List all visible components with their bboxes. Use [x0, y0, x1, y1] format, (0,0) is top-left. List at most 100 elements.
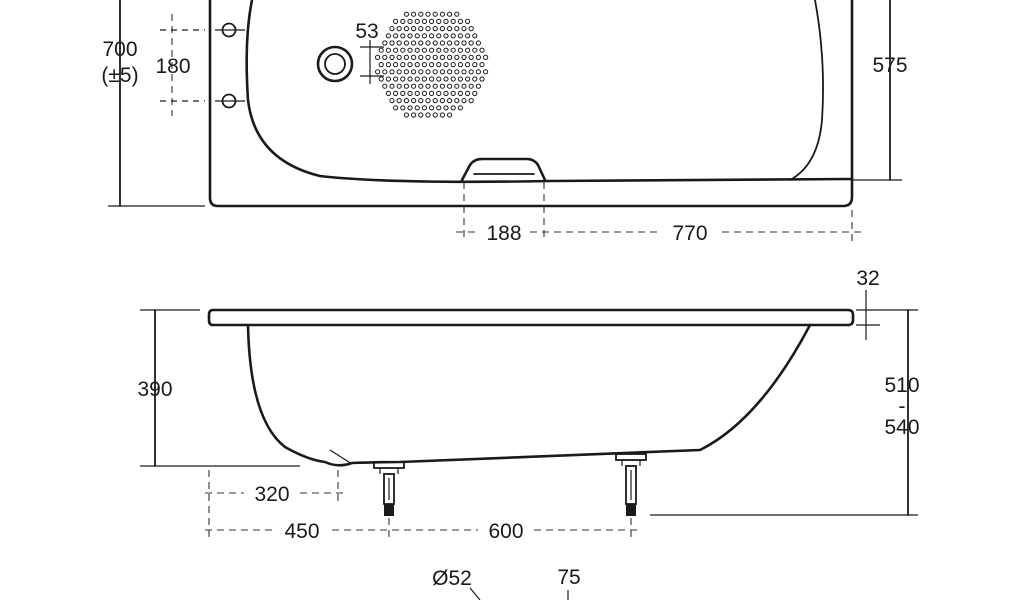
- anti-slip-dot: [468, 26, 474, 32]
- anti-slip-dot: [385, 33, 391, 39]
- anti-slip-dot: [407, 105, 413, 111]
- anti-slip-dot: [418, 54, 424, 61]
- anti-slip-dot: [418, 112, 424, 118]
- anti-slip-dot: [393, 33, 399, 39]
- anti-slip-dot: [393, 105, 399, 111]
- anti-slip-dot: [479, 76, 485, 82]
- anti-slip-dot: [425, 11, 431, 17]
- anti-slip-dot: [457, 76, 463, 82]
- side-view: [140, 290, 918, 540]
- anti-slip-dot: [421, 18, 427, 24]
- anti-slip-dot: [429, 76, 435, 82]
- anti-slip-dot: [432, 112, 438, 118]
- anti-slip-dot: [400, 62, 406, 68]
- anti-slip-dot: [475, 40, 481, 46]
- anti-slip-dot: [457, 18, 463, 24]
- anti-slip-dot: [403, 40, 409, 46]
- anti-slip-dot: [450, 18, 456, 24]
- anti-slip-dot: [375, 69, 381, 75]
- anti-slip-dot: [385, 76, 391, 82]
- anti-slip-dot: [454, 40, 460, 46]
- anti-slip-dot: [436, 18, 442, 24]
- anti-slip-dot: [475, 54, 481, 61]
- side-basin: [246, 323, 812, 467]
- anti-slip-dot: [465, 76, 471, 82]
- anti-slip-dot: [429, 47, 435, 53]
- anti-slip-dot: [396, 69, 402, 75]
- anti-slip-dot: [465, 62, 471, 68]
- anti-slip-dot: [400, 105, 406, 111]
- anti-slip-dot: [447, 83, 453, 89]
- dimension-labels: 700 (±5) 180 575 53 188 770 32 390 510 -…: [101, 20, 919, 590]
- anti-slip-dot: [389, 69, 395, 75]
- waste-outlet-outer: [316, 45, 354, 83]
- anti-slip-dot: [472, 76, 478, 82]
- anti-slip-dot: [432, 11, 438, 17]
- anti-slip-dot: [468, 69, 474, 75]
- anti-slip-dot: [443, 33, 449, 39]
- waste-outlet-inner: [324, 53, 346, 75]
- anti-slip-dot: [461, 54, 467, 61]
- anti-slip-dot: [414, 33, 420, 39]
- anti-slip-dot: [403, 98, 409, 104]
- anti-slip-dot: [447, 26, 453, 32]
- anti-slip-dot: [403, 54, 409, 61]
- anti-slip-dot: [414, 47, 420, 53]
- anti-slip-dot: [382, 69, 388, 75]
- anti-slip-dot: [425, 54, 431, 61]
- anti-slip-dot: [396, 26, 402, 32]
- anti-slip-dot: [465, 47, 471, 53]
- anti-slip-dot: [403, 83, 409, 89]
- dim-inner-depth: 390: [137, 378, 172, 401]
- anti-slip-dot: [375, 54, 381, 61]
- anti-slip-dot: [465, 18, 471, 24]
- anti-slip-dot: [461, 69, 467, 75]
- anti-slip-dot: [418, 83, 424, 89]
- anti-slip-dot: [407, 33, 413, 39]
- anti-slip-dot: [403, 11, 409, 17]
- anti-slip-dot: [425, 40, 431, 46]
- anti-slip-dot: [385, 90, 391, 97]
- anti-slip-dot: [400, 76, 406, 82]
- dim-height-max: 540: [884, 416, 919, 439]
- anti-slip-dot: [421, 90, 427, 97]
- anti-slip-dot: [483, 69, 489, 75]
- anti-slip-dot: [461, 83, 467, 89]
- anti-slip-dot: [447, 11, 453, 17]
- anti-slip-dot: [439, 40, 445, 46]
- anti-slip-dot: [461, 40, 467, 46]
- leg-right: [615, 453, 647, 516]
- plan-inner-rim-right: [789, 0, 824, 181]
- anti-slip-dot: [389, 26, 395, 32]
- anti-slip-dot: [436, 105, 442, 111]
- anti-slip-dot: [436, 62, 442, 68]
- anti-slip-dot: [429, 62, 435, 68]
- anti-slip-dot: [378, 76, 384, 82]
- anti-slip-dot: [450, 47, 456, 53]
- anti-slip-dot: [414, 90, 420, 97]
- anti-slip-dot: [425, 26, 431, 32]
- anti-slip-dot: [447, 98, 453, 104]
- anti-slip-dot: [461, 98, 467, 104]
- anti-slip-dot: [393, 47, 399, 53]
- anti-slip-dot: [389, 40, 395, 46]
- anti-slip-dot: [407, 90, 413, 97]
- anti-slip-dot: [472, 90, 478, 97]
- anti-slip-dot: [465, 33, 471, 39]
- dim-foot-spacing: 600: [488, 520, 523, 543]
- anti-slip-dot: [403, 69, 409, 75]
- anti-slip-dot: [439, 69, 445, 75]
- anti-slip-dot: [429, 105, 435, 111]
- anti-slip-dot: [425, 112, 431, 118]
- anti-slip-dot: [436, 33, 442, 39]
- anti-slip-dot: [414, 105, 420, 111]
- anti-slip-dot: [436, 90, 442, 97]
- anti-slip-dot: [475, 83, 481, 89]
- anti-slip-dot: [429, 18, 435, 24]
- plan-view: [108, 0, 902, 242]
- anti-slip-dot: [432, 98, 438, 104]
- anti-slip-dot: [429, 33, 435, 39]
- anti-slip-dot: [468, 54, 474, 61]
- anti-slip-dot: [468, 98, 474, 104]
- anti-slip-dot: [393, 18, 399, 24]
